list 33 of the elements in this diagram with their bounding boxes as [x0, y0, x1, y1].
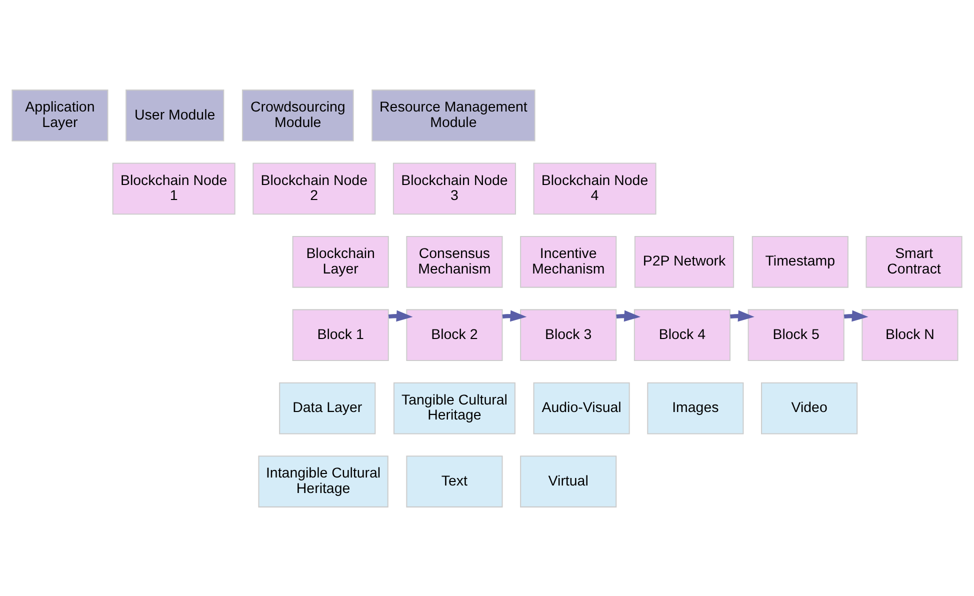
node-box: Blockchain Node 2: [252, 162, 376, 214]
arrow: [616, 310, 641, 322]
arrow: [844, 310, 868, 322]
node-box: Intangible Cultural Heritage: [258, 455, 388, 507]
node-box: Audio-Visual: [533, 382, 630, 434]
node-box: Incentive Mechanism: [520, 235, 617, 288]
arrow: [388, 310, 413, 322]
node-box: Images: [647, 382, 744, 434]
node-box: Block 3: [520, 308, 617, 361]
node-box: Block 4: [634, 308, 730, 361]
node-box: Timestamp: [752, 235, 848, 288]
node-box: Resource Management Module: [372, 89, 536, 141]
node-box: Blockchain Node 4: [533, 162, 656, 214]
node-box: Crowdsourcing Module: [242, 89, 354, 141]
node-box: Blockchain Layer: [292, 235, 389, 288]
node-box: Video: [761, 382, 858, 434]
node-box: Smart Contract: [866, 235, 962, 288]
arrow: [730, 310, 754, 322]
node-box: P2P Network: [634, 235, 734, 288]
node-box: Block 5: [748, 308, 844, 361]
node-box: Blockchain Node 1: [112, 162, 236, 214]
arrow: [502, 310, 527, 322]
node-box: Blockchain Node 3: [392, 162, 516, 214]
node-box: Virtual: [520, 455, 617, 507]
node-box: Text: [406, 455, 503, 507]
node-box: Block 1: [292, 308, 389, 361]
node-box: Block N: [862, 308, 958, 361]
node-box: User Module: [126, 89, 224, 141]
node-box: Block 2: [406, 308, 503, 361]
node-box: Application Layer: [12, 89, 108, 141]
node-box: Consensus Mechanism: [406, 235, 503, 288]
node-box: Tangible Cultural Heritage: [393, 382, 516, 434]
node-box: Data Layer: [279, 382, 376, 434]
